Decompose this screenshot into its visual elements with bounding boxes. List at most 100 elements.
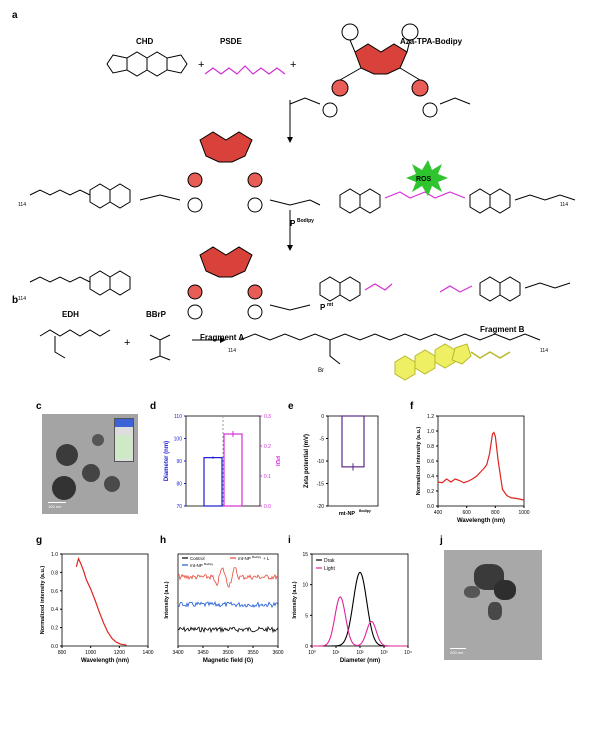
x-tick-label: 3550: [247, 650, 258, 656]
plot-frame: [437, 415, 525, 507]
data-line: [75, 556, 127, 646]
legend-sup: Bodipy: [204, 562, 214, 566]
y-tick-label: 10: [302, 583, 308, 589]
panel-e-letter: e: [288, 401, 294, 412]
bbrp-structure: [149, 334, 171, 361]
x-tick-label: 1000: [85, 650, 96, 656]
x-category-sup: Bodipy: [359, 509, 371, 513]
cholesterol-structure: [394, 343, 511, 381]
fragments-structure: [29, 246, 571, 320]
y-tick-label: 1.0: [51, 552, 58, 558]
y-tick-label: -15: [317, 482, 324, 488]
x-tick-label: 10⁰: [308, 650, 316, 656]
series-line-2: [177, 567, 279, 588]
scheme-svg: a b CHD + PSDE + Aza-TPA-Bodipy: [12, 10, 576, 381]
chd-label: CHD: [136, 37, 154, 46]
panel-c-letter: c: [36, 401, 42, 412]
x-axis-label: Diameter (nm): [340, 658, 380, 664]
y2-tick-label: 0.0: [264, 504, 271, 510]
panel-h-letter: h: [160, 535, 167, 546]
y-tick-label: 0.6: [51, 589, 58, 595]
bar-diameter: [203, 457, 223, 507]
repeat-114-b1: 114: [228, 348, 236, 354]
scale-c: 100 nm: [48, 504, 62, 509]
x-tick-label: 1000: [518, 510, 529, 516]
x-tick-label: 1400: [142, 650, 153, 656]
x-axis-label: Wavelength (nm): [81, 658, 129, 664]
bar-pdi: [223, 433, 243, 507]
y-axis-label: Normalized intensity (a.u.): [416, 427, 422, 496]
p-mt-structure: [239, 333, 541, 365]
psde-structure: [204, 65, 286, 75]
y-tick-label: 0.8: [51, 570, 58, 576]
p-mt-label: P: [320, 303, 326, 312]
legend-label: Control: [190, 556, 205, 561]
aza-label: Aza-TPA-Bodipy: [400, 37, 463, 46]
psde-label: PSDE: [220, 37, 242, 46]
repeat-114-a2: 114: [560, 202, 568, 208]
legend-drak: Drak: [324, 558, 335, 564]
y-tick-label: 0.2: [51, 626, 58, 632]
x-tick-label: 10¹: [332, 650, 340, 656]
panel-f-letter: f: [410, 401, 414, 412]
fragment-a-label: Fragment A: [200, 333, 244, 342]
p-mt-sup: mt: [327, 302, 333, 308]
x-axis-label: Wavelength (nm): [457, 518, 505, 524]
panel-j-letter: j: [440, 535, 443, 546]
y-axis-label: Intensity (a.u.): [164, 581, 170, 618]
y-tick-label: 110: [174, 414, 182, 420]
chd-structure: [106, 51, 188, 77]
vial-image: [114, 418, 134, 462]
y-tick-label: 0.0: [427, 504, 434, 510]
aza-bodipy-structure: [289, 23, 471, 118]
y2-tick-label: 0.2: [264, 444, 271, 450]
legend-label: mt-NP: [238, 556, 251, 561]
ros-burst: [406, 160, 448, 196]
y-tick-label: -20: [317, 504, 324, 510]
bbrp-label: BBrP: [146, 310, 167, 319]
fragment-b-label: Fragment B: [480, 325, 525, 334]
y-tick-label: 0.4: [427, 474, 434, 480]
x-tick-label: 10²: [356, 650, 364, 656]
panel-i-letter: i: [288, 535, 291, 546]
y2-tick-label: 0.3: [264, 414, 271, 420]
p-bodipy-structure: [29, 131, 576, 214]
p-bodipy-sup: Bodipy: [297, 218, 314, 224]
x-tick-label: 3600: [272, 650, 283, 656]
panel-d-letter: d: [150, 401, 157, 412]
y-tick-label: 0.6: [427, 459, 434, 465]
y-tick-label: 0.2: [427, 489, 434, 495]
y-tick-label: 1.2: [427, 414, 434, 420]
series-line-0: [177, 625, 279, 634]
tem-image-c: 100 nm: [42, 414, 138, 514]
ros-label: ROS: [416, 176, 432, 183]
repeat-114-a3: 114: [18, 296, 26, 302]
y2-axis-label: PDI: [274, 456, 280, 466]
y-tick-label: 0: [305, 644, 308, 650]
repeat-114-a1: 114: [18, 202, 26, 208]
y-axis-label: Zeta potential (mV): [304, 434, 310, 488]
legend-tail: + L: [263, 556, 270, 561]
edh-label: EDH: [62, 310, 79, 319]
y-tick-label: 70: [176, 504, 182, 510]
series-line-1: [177, 601, 279, 609]
x-tick-label: 3450: [197, 650, 208, 656]
psde-linker: [384, 191, 466, 199]
repeat-114-b2: 114: [540, 348, 548, 354]
edh-structure: [39, 329, 111, 359]
y-tick-label: 1.0: [427, 429, 434, 435]
series-light: [311, 596, 408, 647]
x-category-label: mt-NP: [339, 511, 356, 517]
y-tick-label: 100: [174, 437, 183, 443]
y-tick-label: 5: [305, 613, 308, 619]
x-tick-label: 10⁴: [404, 650, 412, 656]
y-axis-label: Normalized intensity (a.u.): [40, 566, 46, 635]
x-tick-label: 800: [58, 650, 67, 656]
plot-frame: [61, 553, 149, 647]
y-tick-label: 15: [302, 552, 308, 558]
